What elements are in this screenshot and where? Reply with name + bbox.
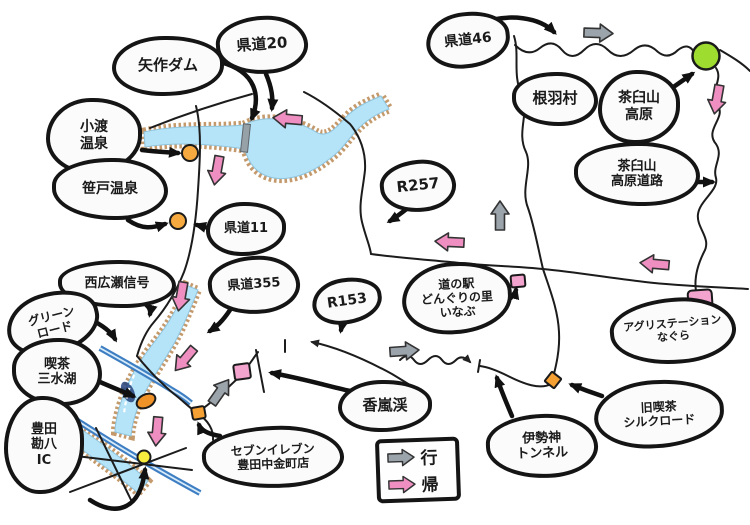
label-chausuyama-kogen-road: 茶臼山 高原道路 (574, 142, 700, 206)
return-arrow-icon (388, 475, 416, 493)
label-sasado-onsen: 笹戸温泉 (52, 158, 168, 220)
label-text: 茶臼山 高原道路 (610, 158, 663, 189)
arrow-seven-eleven (196, 421, 223, 439)
label-text: 旧喫茶 シルクロード (623, 398, 696, 430)
label-text: 県道355 (226, 275, 282, 295)
river-yahagi-dam-lake (139, 90, 396, 184)
legend: 行 帰 (374, 436, 462, 504)
road-network (69, 35, 750, 503)
marker-destination-chausuyama (691, 41, 721, 71)
marker-kyu-kissa (543, 370, 563, 390)
marker-kampachi-ic (136, 449, 152, 465)
label-text: 笹戸温泉 (82, 180, 138, 197)
label-text: 豊田 勘八 IC (30, 422, 57, 468)
blue-road-green-road (98, 345, 193, 406)
label-text: 道の駅 どんぐりの里 いなぶ (420, 275, 494, 320)
return-arrow-icon (204, 153, 230, 188)
label-kendo-11: 県道11 (206, 202, 286, 256)
return-arrow-icon (433, 231, 466, 253)
label-text: 西広瀬信号 (84, 276, 150, 292)
dam-wall (240, 123, 251, 153)
arrow-sansuiko (97, 379, 137, 399)
marker-seven-eleven (190, 405, 207, 421)
label-text: 香嵐渓 (362, 396, 408, 415)
label-neba-village: 根羽村 (512, 72, 598, 126)
label-text: R257 (395, 173, 441, 197)
label-yahagi-dam: 矢作ダム (112, 36, 224, 96)
label-text: 喫茶 三水湖 (37, 356, 77, 387)
arrow-kendo355 (206, 307, 233, 334)
arrow-korankei (268, 369, 353, 394)
label-korankei: 香嵐渓 (338, 380, 432, 432)
legend-return-label: 帰 (421, 475, 439, 496)
return-arrow-icon (145, 415, 168, 448)
arrow-isegami (494, 374, 515, 419)
label-text: 根羽村 (532, 89, 578, 108)
marker-michinoeki (509, 273, 527, 289)
label-text: 県道46 (443, 29, 493, 51)
go-arrow-icon (387, 448, 415, 466)
marker-sasado-onsen (169, 212, 187, 230)
label-toyota-kampachi-ic: 豊田 勘八 IC (4, 396, 84, 494)
label-text: R153 (326, 290, 368, 312)
label-text: 伊勢神 トンネル (516, 430, 569, 462)
return-arrow-icon (638, 252, 671, 275)
legend-return-row: 帰 (386, 470, 451, 497)
label-text: 茶臼山 高原 (618, 90, 660, 123)
arrow-kyu-kissa (568, 382, 605, 399)
label-text: 矢作ダム (137, 56, 198, 75)
return-arrow-icon (704, 82, 730, 117)
label-text: セブンイレブン 豊田中金町店 (230, 441, 315, 473)
label-text: 県道11 (223, 221, 269, 237)
arrow-odo-onsen (139, 146, 182, 158)
arrow-kendo20 (263, 71, 279, 112)
label-kissa-sansuiko: 喫茶 三水湖 (12, 338, 102, 406)
go-arrow-icon (582, 22, 615, 44)
label-text: グリーン ロード (26, 303, 76, 341)
label-text: 小渡 温泉 (80, 119, 108, 152)
arrow-kampachi-ic (87, 466, 150, 511)
marker-korankei-stop (232, 362, 252, 381)
legend-go-row: 行 (385, 443, 450, 470)
label-text: 県道20 (235, 33, 288, 55)
marker-sansuiko (135, 392, 157, 410)
go-arrow-icon (388, 340, 421, 362)
go-arrow-icon (490, 200, 510, 231)
arrow-sasado-onsen (125, 217, 169, 233)
legend-go-label: 行 (420, 448, 438, 469)
label-text: アグリステーション なぐら (622, 312, 722, 345)
marker-odo-onsen (181, 144, 199, 162)
